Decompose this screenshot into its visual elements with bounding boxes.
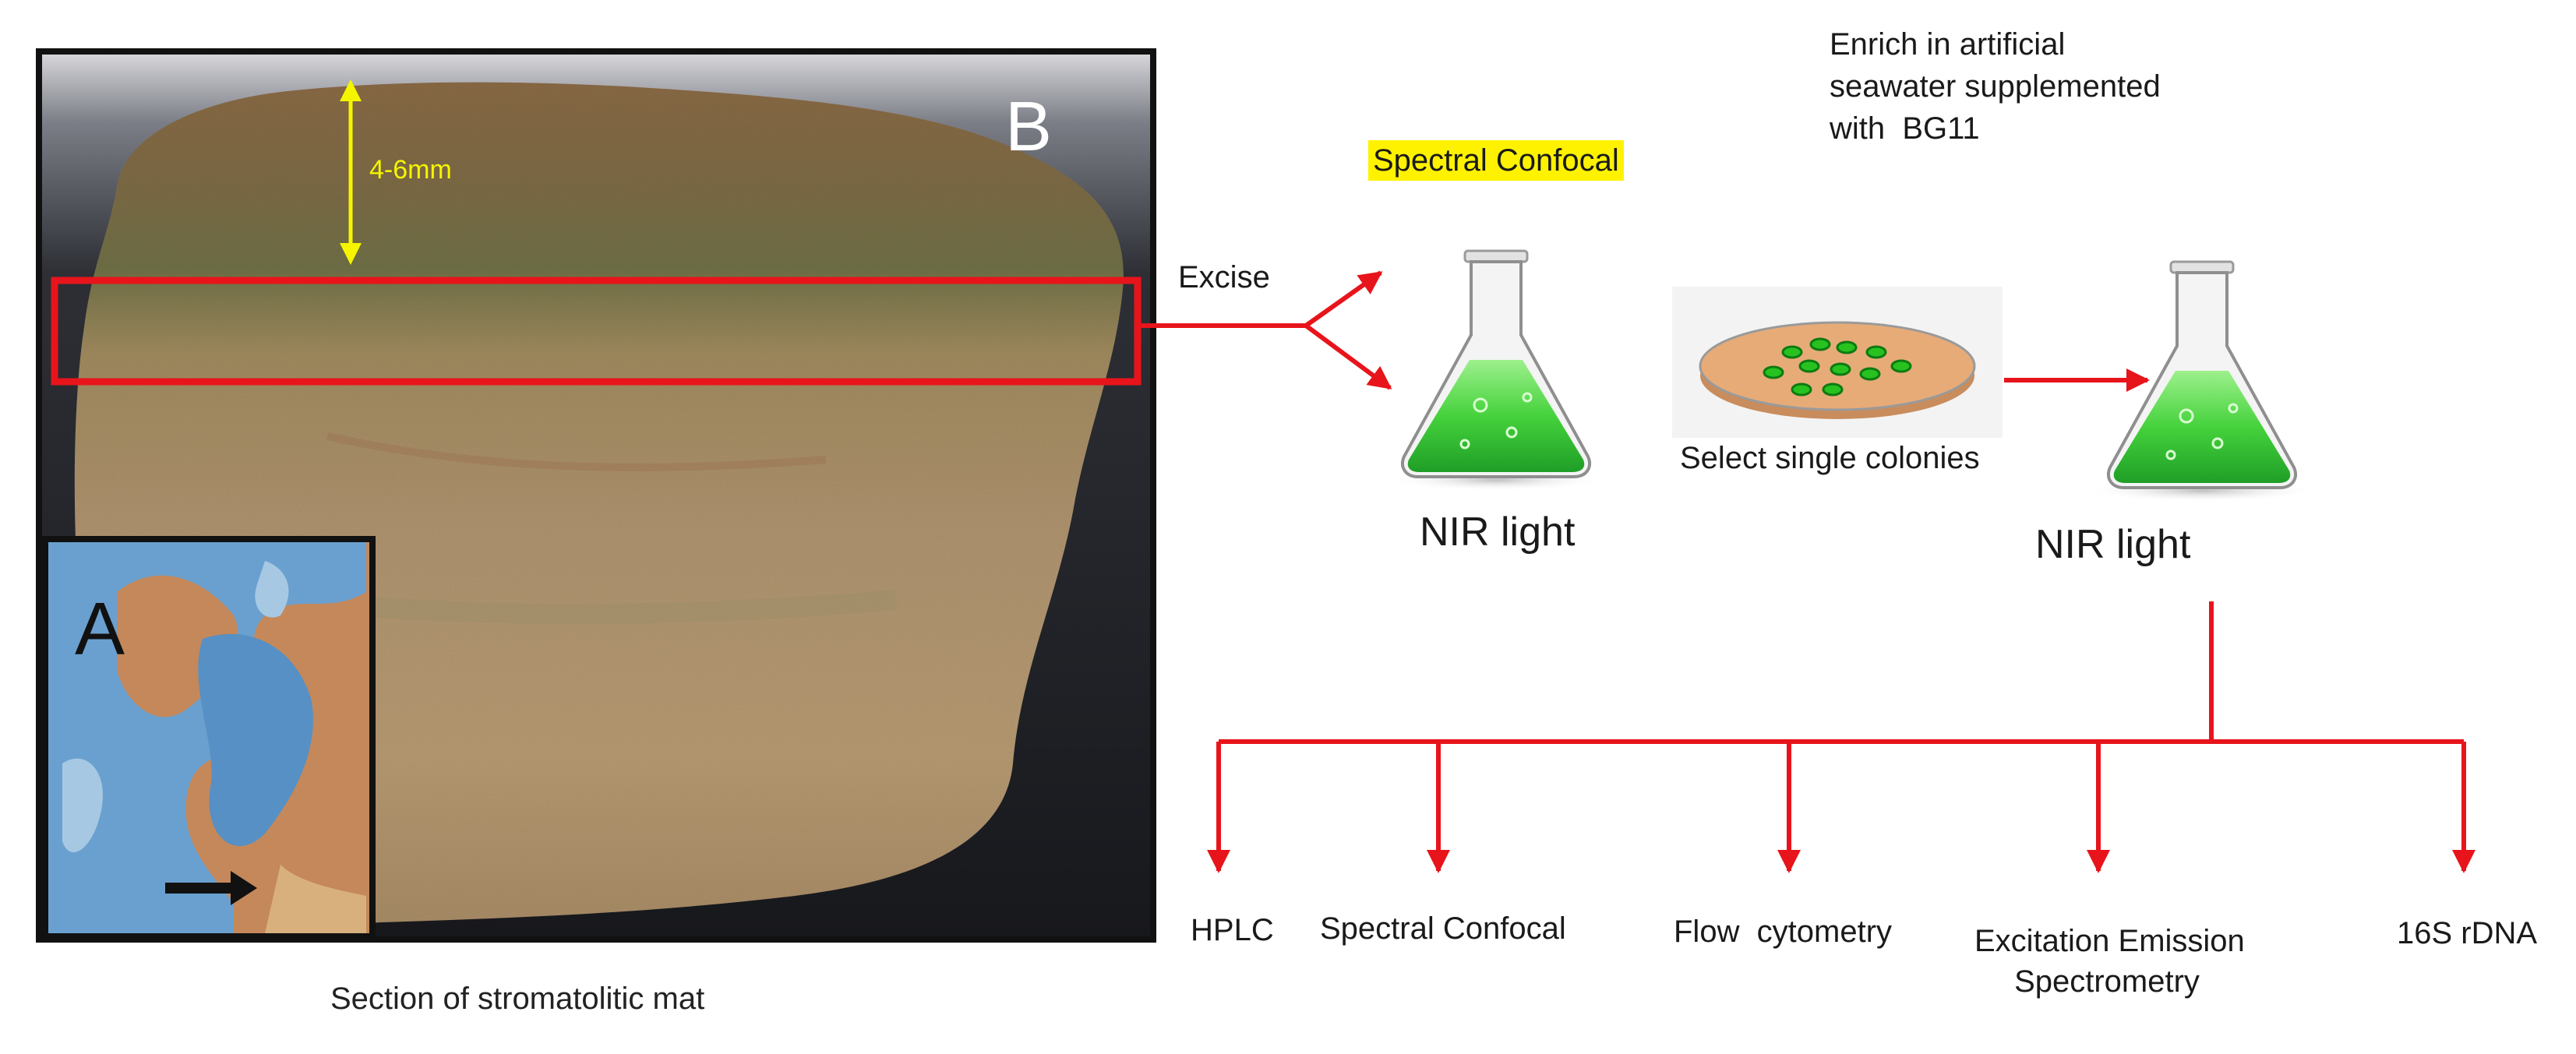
colonies-label: Select single colonies	[1680, 441, 1980, 475]
panel-letter-b: B	[1005, 88, 1053, 166]
flask-2-icon	[2085, 260, 2319, 502]
petri-dish-icon	[1672, 287, 2003, 438]
thickness-label: 4-6mm	[369, 155, 452, 185]
output-16s-rdna: 16S rDNA	[2397, 916, 2538, 950]
output-excitation-emission: Excitation Emission Spectrometry	[1974, 921, 2245, 1002]
thickness-double-arrow	[340, 79, 362, 265]
flask-1-icon	[1387, 249, 1605, 491]
excise-region-box	[51, 277, 1142, 386]
enrichment-note: Enrich in artificial seawater supplement…	[1830, 23, 2161, 150]
photo-frame	[36, 48, 1156, 943]
output-hplc: HPLC	[1191, 913, 1274, 947]
analysis-branch-arrows	[1207, 601, 2475, 873]
map-location-arrow	[165, 871, 257, 905]
output-flow-cytometry: Flow cytometry	[1674, 915, 1893, 949]
flask-1-label: NIR light	[1420, 509, 1576, 555]
enrichment-line-3: with BG11	[1830, 111, 1980, 146]
enrichment-line-1: Enrich in artificial	[1830, 27, 2066, 62]
output-spectral-confocal: Spectral Confocal	[1320, 911, 1566, 946]
map-inset	[42, 536, 376, 939]
panel-letter-a: A	[75, 587, 125, 671]
excise-fork-arrows	[1139, 270, 1392, 390]
flask-2-label: NIR light	[2035, 522, 2191, 567]
output-excitation-line-1: Excitation Emission	[1974, 924, 2245, 958]
enrichment-line-2: seawater supplemented	[1830, 69, 2161, 104]
photo-caption: Section of stromatolitic mat	[330, 982, 705, 1016]
excise-label: Excise	[1178, 260, 1270, 294]
spectral-confocal-highlight: Spectral Confocal	[1368, 140, 1624, 181]
output-excitation-line-2: Spectrometry	[2014, 964, 2200, 999]
